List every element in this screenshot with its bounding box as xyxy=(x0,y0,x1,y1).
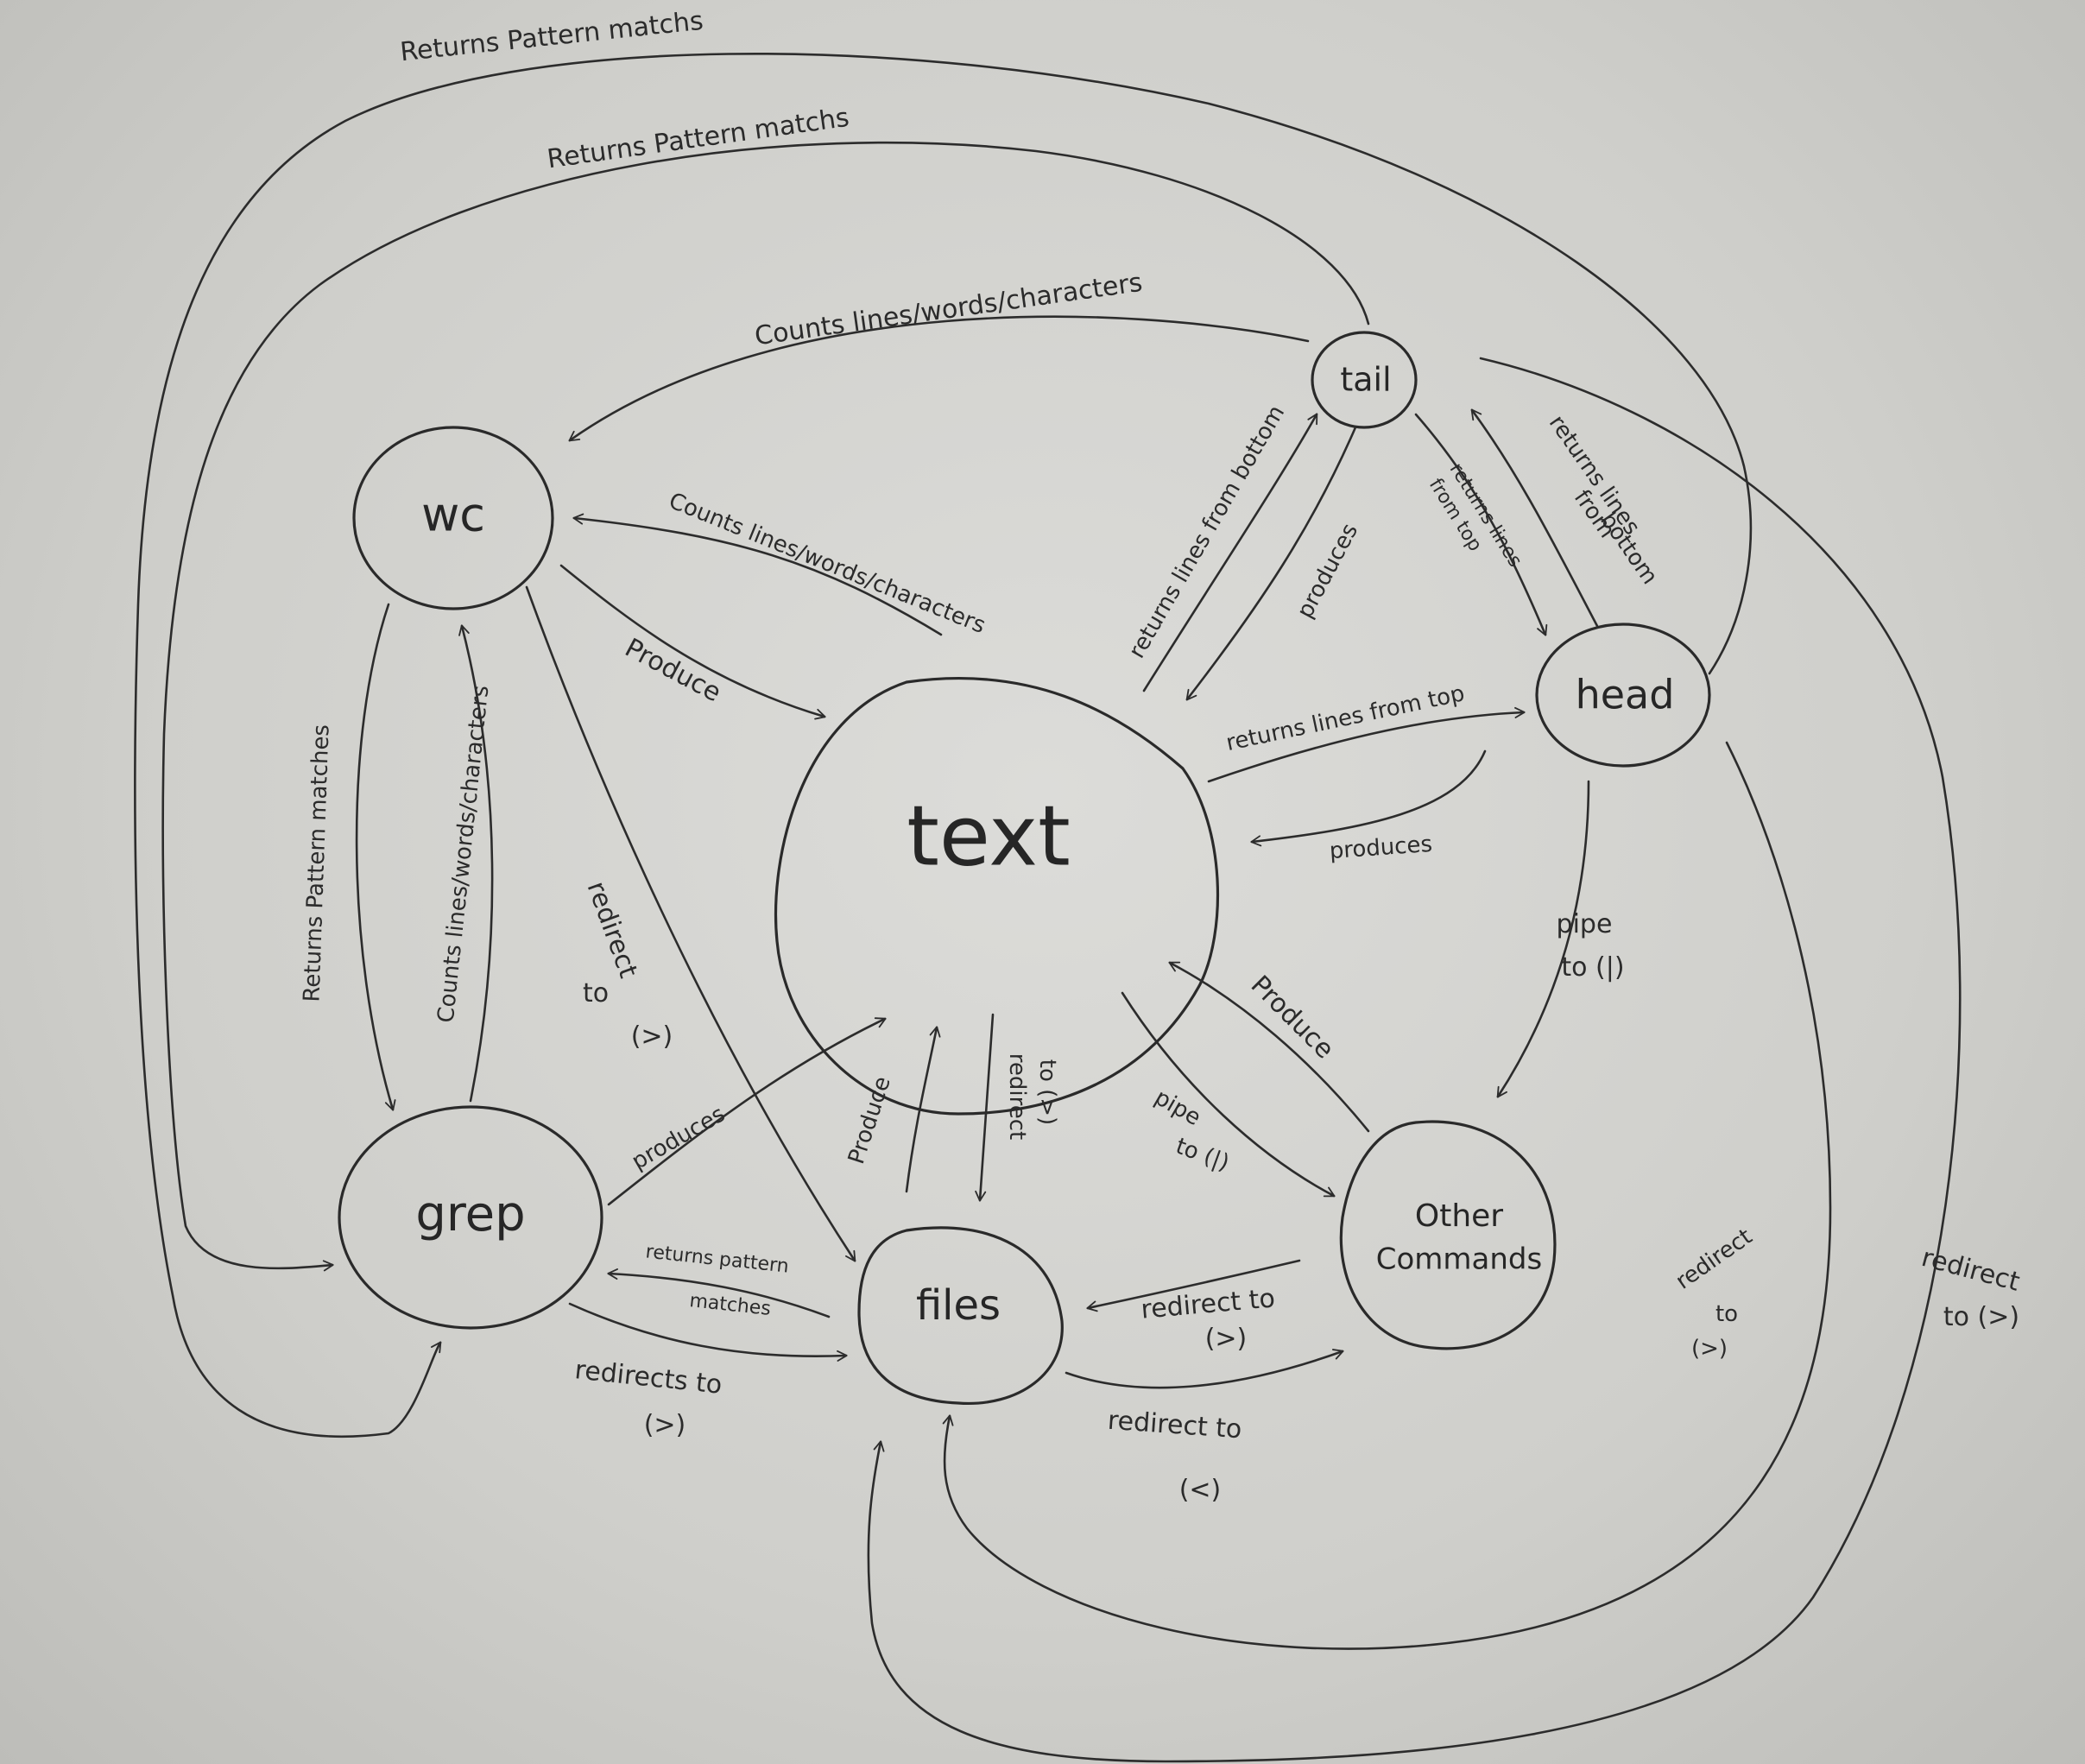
edge-label-tail-to-files-1: redirect xyxy=(1918,1242,2023,1298)
edge-label-tail-to-wc: Counts lines/words/characters xyxy=(753,268,1144,352)
edge-outer-top: Returns Pattern matchs xyxy=(134,6,1753,1438)
edge-label-tail-to-files-2: to (>) xyxy=(1943,1302,2019,1332)
edge-label-head-to-files-1: redirect xyxy=(1671,1223,1757,1294)
edge-label-other-to-files-1: redirect to xyxy=(1140,1283,1276,1325)
edge-label-tail-to-text: produces xyxy=(1292,520,1364,623)
edge-label-text-to-other-2: to (|) xyxy=(1172,1134,1233,1177)
edge-label-wc-to-files-3: (>) xyxy=(631,1021,673,1052)
tail-label: tail xyxy=(1340,361,1391,399)
edge-label-wc-to-grep: Returns Pattern matches xyxy=(299,724,334,1002)
node-tail: tail xyxy=(1311,331,1418,429)
node-wc: wc xyxy=(352,426,554,610)
edge-label-head-to-files-2: to xyxy=(1715,1301,1738,1327)
edge-label-head-to-text: produces xyxy=(1329,831,1433,864)
node-other-commands: Other Commands xyxy=(1339,1120,1557,1350)
edge-files-to-other: redirect to (<) xyxy=(1065,1349,1344,1505)
files-label: files xyxy=(916,1281,1001,1330)
edge-label-second-top: Returns Pattern matchs xyxy=(546,103,851,175)
edge-text-to-files: redirect to (>) xyxy=(975,1013,1060,1202)
edge-label-outer-top: Returns Pattern matchs xyxy=(399,6,704,68)
edge-grep-to-wc: Counts lines/words/characters xyxy=(433,624,495,1103)
text-label: text xyxy=(907,787,1070,884)
node-text: text xyxy=(774,676,1220,1116)
grep-label: grep xyxy=(415,1186,525,1242)
node-files: files xyxy=(857,1226,1064,1406)
other-label-line2: Commands xyxy=(1376,1242,1542,1277)
edge-label-head-to-other-2: to (|) xyxy=(1561,952,1624,983)
edge-other-to-files: redirect to (>) xyxy=(1086,1259,1301,1354)
edge-second-top: Returns Pattern matchs xyxy=(161,103,1370,1272)
edge-label-files-to-grep-1: returns pattern xyxy=(645,1241,790,1277)
edge-label-text-to-tail: returns lines from bottom xyxy=(1124,401,1290,662)
edge-head-to-files: redirect to (>) xyxy=(942,741,1832,1650)
edge-label-files-to-other-2: (<) xyxy=(1179,1475,1222,1505)
edge-label-head-to-files-3: (>) xyxy=(1691,1336,1728,1362)
edge-label-grep-to-files-2: (>) xyxy=(644,1410,686,1440)
edge-wc-to-text: Produce xyxy=(559,564,826,720)
edge-head-to-other: pipe to (|) xyxy=(1496,780,1625,1098)
edge-label-grep-to-files-1: redirects to xyxy=(573,1355,723,1400)
edge-label-text-to-wc: Counts lines/words/characters xyxy=(665,488,989,639)
node-head: head xyxy=(1535,623,1711,768)
edge-tail-to-head: returns lines from top xyxy=(1414,413,1548,636)
head-label: head xyxy=(1576,672,1675,718)
edge-label-text-to-other-1: pipe xyxy=(1150,1084,1205,1131)
edge-label-files-to-text: Produce xyxy=(843,1073,896,1167)
edge-tail-to-text: produces xyxy=(1185,426,1364,701)
other-label-line1: Other xyxy=(1415,1198,1503,1234)
edge-label-wc-to-files-1: redirect xyxy=(581,877,644,982)
wc-label: wc xyxy=(421,488,485,542)
edge-grep-to-files: redirects to (>) xyxy=(568,1302,848,1440)
edge-label-wc-to-files-2: to xyxy=(583,978,609,1008)
edge-files-to-grep: returns pattern matches xyxy=(607,1241,831,1320)
edge-head-to-text: produces xyxy=(1250,749,1487,864)
edge-label-grep-to-wc: Counts lines/words/characters xyxy=(433,684,495,1024)
edge-label-text-to-files-2: to (>) xyxy=(1034,1059,1060,1125)
edge-text-to-tail: returns lines from bottom xyxy=(1124,401,1318,692)
edge-label-head-to-other-1: pipe xyxy=(1557,909,1613,939)
edge-label-grep-to-text: produces xyxy=(628,1101,730,1175)
edge-wc-to-grep: Returns Pattern matches xyxy=(299,603,396,1111)
edge-label-files-to-other-1: redirect to xyxy=(1107,1406,1243,1445)
edge-label-other-to-files-2: (>) xyxy=(1205,1324,1248,1354)
edge-tail-to-wc: Counts lines/words/characters xyxy=(568,268,1310,442)
node-grep: grep xyxy=(338,1105,603,1330)
edge-label-text-to-head: returns lines from top xyxy=(1224,680,1468,756)
edge-text-to-wc: Counts lines/words/characters xyxy=(572,488,989,639)
edge-label-text-to-files-1: redirect xyxy=(1004,1053,1030,1140)
